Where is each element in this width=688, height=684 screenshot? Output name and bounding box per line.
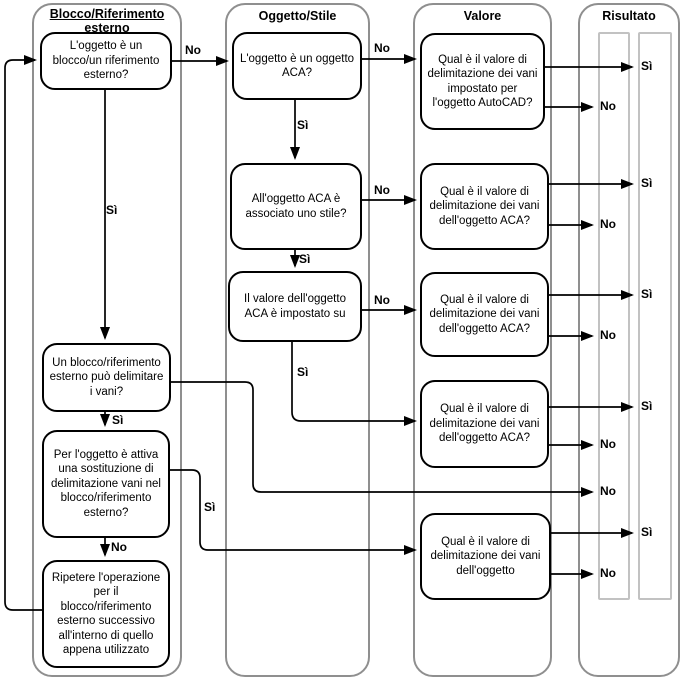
- result-label-no: No: [600, 328, 616, 342]
- result-label-yes: Sì: [641, 287, 653, 301]
- edge-label-yes: Sì: [112, 413, 124, 427]
- result-label-yes: Sì: [641, 176, 653, 190]
- edge-label-yes: Sì: [299, 252, 311, 266]
- node-q-aca-3: Qual è il valore di delimitazione dei va…: [420, 380, 549, 468]
- edge-label-no: No: [185, 43, 201, 57]
- node-repeat: Ripetere l'operazione per il blocco/rife…: [42, 560, 170, 668]
- column-header-blocco: Blocco/Riferimento esterno: [49, 7, 165, 35]
- edge-label-yes: Sì: [297, 365, 309, 379]
- result-label-no: No: [600, 566, 616, 580]
- column-oggetto-stile: [225, 3, 370, 677]
- node-can-bound: Un blocco/riferimento esterno può delimi…: [42, 343, 171, 412]
- result-label-yes: Sì: [641, 59, 653, 73]
- node-q-aca-1: Qual è il valore di delimitazione dei va…: [420, 163, 549, 250]
- edge-label-no: No: [374, 41, 390, 55]
- node-has-style: All'oggetto ACA è associato uno stile?: [230, 163, 362, 250]
- result-label-yes: Sì: [641, 525, 653, 539]
- column-valore: [413, 3, 552, 677]
- result-label-no: No: [600, 217, 616, 231]
- result-label-no: No: [600, 99, 616, 113]
- column-header-risultato: Risultato: [602, 9, 656, 23]
- result-label-yes: Sì: [641, 399, 653, 413]
- result-lane-no: [598, 32, 630, 600]
- column-header-valore: Valore: [463, 9, 502, 23]
- edge-label-yes: Sì: [297, 118, 309, 132]
- edge-label-no: No: [374, 183, 390, 197]
- result-label-no: No: [600, 437, 616, 451]
- node-q-object: Qual è il valore di delimitazione dei va…: [420, 513, 551, 600]
- node-q-aca-2: Qual è il valore di delimitazione dei va…: [420, 272, 549, 357]
- edge-label-no: No: [374, 293, 390, 307]
- node-is-block: L'oggetto è un blocco/un riferimento est…: [40, 32, 172, 90]
- result-lane-yes: [638, 32, 672, 600]
- node-q-autocad: Qual è il valore di delimitazione dei va…: [420, 33, 545, 130]
- edge-label-yes: Sì: [106, 203, 118, 217]
- column-header-oggetto-stile: Oggetto/Stile: [258, 9, 337, 23]
- result-label-no: No: [600, 484, 616, 498]
- edge-label-no: No: [111, 540, 127, 554]
- edge-label-yes: Sì: [204, 500, 216, 514]
- column-risultato: [578, 3, 680, 677]
- node-override-active: Per l'oggetto è attiva una sostituzione …: [42, 430, 170, 538]
- node-value-set: Il valore dell'oggetto ACA è impostato s…: [228, 271, 362, 342]
- node-is-aca: L'oggetto è un oggetto ACA?: [232, 32, 362, 100]
